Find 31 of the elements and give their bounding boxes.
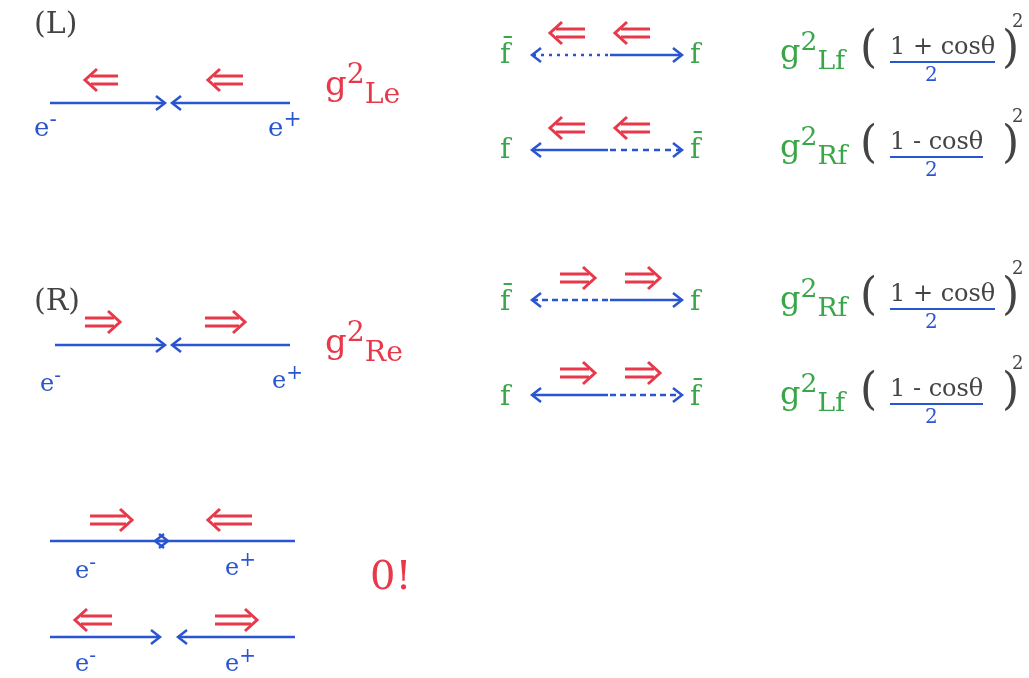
- denominator: 2: [925, 159, 938, 179]
- parenthesis: (: [860, 367, 878, 411]
- particle-label: f: [690, 287, 701, 315]
- section-label: (L): [34, 8, 78, 38]
- denominator: 2: [925, 64, 938, 84]
- denominator: 2: [925, 406, 938, 426]
- numerator: 1 + cosθ: [890, 281, 996, 310]
- particle-label: e$^{-}$: [40, 365, 61, 395]
- exponent: 2: [1012, 12, 1024, 30]
- exponent: 2: [1012, 107, 1024, 125]
- parenthesis: (: [860, 272, 878, 316]
- particle-label: e$^{+}$: [268, 108, 302, 140]
- parenthesis: (: [860, 25, 878, 69]
- particle-label: e$^{-}$: [75, 552, 96, 582]
- parenthesis: (: [860, 120, 878, 164]
- numerator: 1 - cosθ: [890, 376, 984, 405]
- denominator: 2: [925, 311, 938, 331]
- particle-label: f: [690, 40, 701, 68]
- numerator: 1 - cosθ: [890, 129, 984, 158]
- exponent: 2: [1012, 259, 1024, 277]
- section-label: (R): [34, 285, 80, 315]
- result-text: 0!: [370, 555, 412, 595]
- particle-label: e$^{+}$: [225, 549, 256, 579]
- particle-label: f: [500, 135, 511, 163]
- exponent: 2: [1012, 354, 1024, 372]
- particle-label: e$^{-}$: [75, 645, 96, 675]
- particle-label: e$^{+}$: [272, 362, 303, 392]
- particle-label: f: [500, 382, 511, 410]
- particle-label: e$^{-}$: [34, 108, 57, 140]
- particle-label: e$^{+}$: [225, 645, 256, 675]
- numerator: 1 + cosθ: [890, 34, 996, 63]
